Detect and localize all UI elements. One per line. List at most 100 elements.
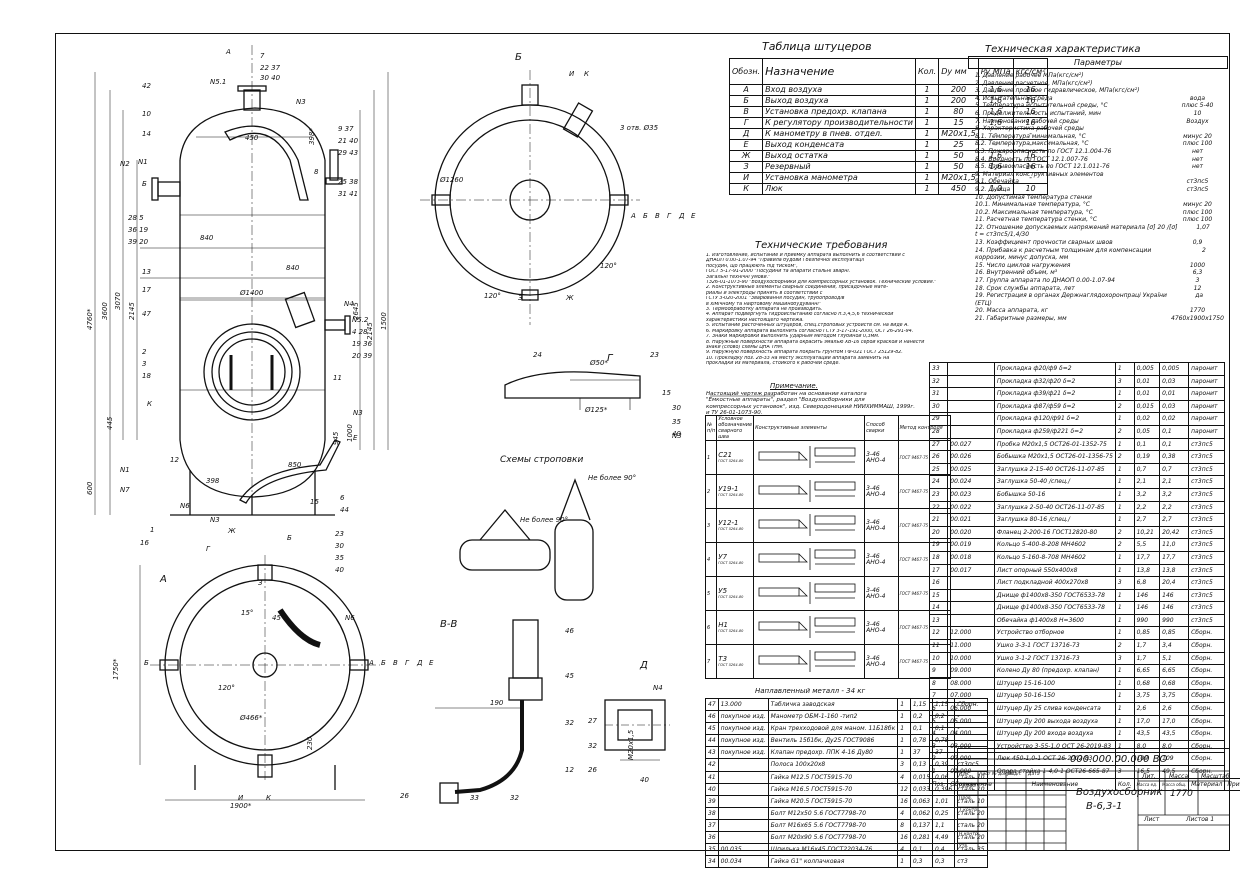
spec-row-lower-cell: 4 bbox=[897, 806, 911, 820]
tech-param-name: 19. Регистрация в органах Держнаглядохор… bbox=[975, 292, 1167, 307]
requirement-line: 10. Прокладку поз. 28-33 на месту эксплу… bbox=[706, 355, 890, 361]
spec-row-cell: 00.020 bbox=[947, 525, 995, 540]
nozzle-mark: И bbox=[238, 794, 244, 802]
spec-row-cell: 05.000 bbox=[947, 714, 995, 729]
spec-row-cell: 146 bbox=[1133, 588, 1161, 603]
part-mark: N1 bbox=[120, 466, 130, 474]
stamp-role-dev: Разраб. bbox=[959, 784, 977, 789]
spec-row-cell: 0,02 bbox=[1159, 412, 1190, 426]
spec-row-cell: 1 bbox=[1114, 500, 1135, 515]
part-mark: 12 bbox=[565, 766, 574, 774]
nozzle-mark: В bbox=[393, 659, 398, 667]
spec-row-cell: Сборн. bbox=[1188, 664, 1226, 678]
part-mark: 8 bbox=[314, 168, 319, 176]
spec-row-cell bbox=[947, 601, 995, 615]
weld-cell: 3-46 АНО-4 bbox=[864, 440, 899, 475]
spec-row-cell: 30 bbox=[928, 399, 949, 414]
tech-param-value: Воздух bbox=[1186, 117, 1209, 125]
spec-row-lower-cell: покупное изд. bbox=[717, 722, 769, 736]
spec-row-cell: 2,1 bbox=[1159, 475, 1190, 489]
stamp-role-sign: Подп. bbox=[1008, 772, 1022, 777]
tech-param: 10. Допустимая температура стенки bbox=[975, 194, 1225, 202]
tech-param-value: плюс 100 bbox=[1182, 208, 1213, 216]
tech-param-name: 6. Продолжительность испытаний, мин bbox=[975, 109, 1101, 117]
part-mark: 6 bbox=[340, 494, 345, 502]
spec-row-cell: Пробка М20х1,5 ОСТ26-01-1352-75 bbox=[993, 437, 1116, 452]
tech-param-name: 4. Испытательная среда bbox=[975, 94, 1053, 102]
nozzle-row-cell: 1 bbox=[914, 128, 940, 140]
tech-param: 1. Давление рабочее МПа(кгс/см²) bbox=[975, 72, 1225, 80]
spec-row-cell: 43,5 bbox=[1133, 727, 1161, 741]
weld-sketch bbox=[758, 615, 856, 638]
spec-row-cell: ст3пс5 bbox=[1188, 500, 1226, 515]
part-mark: 33 bbox=[470, 794, 479, 802]
part-mark: 30 40 bbox=[260, 74, 281, 82]
spec-row-cell: ст3пс5 bbox=[1188, 462, 1226, 477]
nozzle-row-cell: 450 bbox=[938, 183, 979, 195]
nozzle-mark: А bbox=[368, 659, 374, 667]
spec-row-cell: 1,7 bbox=[1133, 651, 1161, 666]
spec-row-lower-cell: 44 bbox=[705, 734, 719, 748]
spec-row-cell: 1 bbox=[1114, 550, 1135, 565]
part-mark: 9 37 bbox=[338, 125, 354, 133]
weld-code: У5 bbox=[718, 586, 728, 595]
requirement-line: риалы и электроды принять в соответствии… bbox=[706, 290, 823, 296]
part-mark: 16 bbox=[140, 539, 149, 547]
part-mark: 27 bbox=[588, 717, 597, 725]
part-mark: 24 bbox=[533, 351, 542, 359]
spec-row-cell bbox=[947, 588, 995, 603]
nozzle-mark: В bbox=[655, 212, 660, 220]
spec-row-cell: 0,68 bbox=[1159, 676, 1190, 691]
spec-row-lower-cell: 0,1 bbox=[909, 722, 934, 736]
tech-param-value: ст3пс5 bbox=[1186, 178, 1209, 186]
spec-row-lower-cell: 1,01 bbox=[932, 794, 956, 808]
spec-row-lower-cell: Шпилька М16х45 ГОСТ22034-76 bbox=[767, 843, 899, 857]
requirement-line: характеристики настоящего чертежа. bbox=[706, 317, 804, 323]
spec-row-cell: 17 bbox=[928, 563, 949, 578]
spec-row-cell: Штуцер Ду 200 входа воздуха bbox=[993, 727, 1116, 741]
spec-row-cell: 00.026 bbox=[947, 450, 995, 464]
spec-row-lower-cell: 4 bbox=[897, 770, 911, 784]
weld-sketch bbox=[758, 513, 856, 536]
spec-footer-name: Наименование bbox=[993, 777, 1116, 792]
spec-row-lower-cell: Кран трехходовой для маном. 11Б18бк bbox=[767, 722, 899, 736]
spec-row-cell: 2 bbox=[1114, 525, 1135, 540]
spec-row-cell: паронит bbox=[1188, 399, 1226, 414]
spec-row-cell: Сборн. bbox=[1188, 714, 1226, 729]
tech-param: 8.5. Взрывоопасность по ГОСТ 12.1.011-76… bbox=[975, 163, 1225, 171]
spec-row-lower-cell: 43 bbox=[705, 746, 719, 760]
spec-row-cell: ст3пс5 bbox=[1188, 437, 1226, 452]
tech-param-value: нет bbox=[1191, 163, 1204, 171]
spec-row-cell: 1 bbox=[1114, 387, 1135, 401]
nozzle-row-cell: Ж bbox=[728, 150, 764, 162]
nozzle-row-cell: 1 bbox=[914, 106, 940, 118]
spec-row-cell: 6,65 bbox=[1133, 664, 1161, 678]
spec-row-lower-cell: 0,1 bbox=[909, 843, 934, 857]
spec-row-cell: Заглушка 2-50-40 ОСТ26-11-07-85 bbox=[993, 500, 1116, 515]
stamp-col-lit: Лит. bbox=[1142, 773, 1156, 780]
tech-param-name: 3. Давление пробное гидравлическое, МПа(… bbox=[975, 87, 1140, 95]
weld-code: У12-1 bbox=[718, 518, 739, 527]
tech-param-value: минус 20 bbox=[1183, 132, 1212, 140]
spec-row-cell: Прокладка ф20/ф9 δ=2 bbox=[993, 362, 1116, 376]
spec-row-cell: 0,7 bbox=[1159, 462, 1190, 477]
spec-row-lower-cell: 45 bbox=[705, 722, 719, 736]
nozzle-row-cell: Б bbox=[728, 95, 764, 107]
requirement-line: Загальні технічні умови." bbox=[706, 274, 771, 280]
spec-row-cell: 5,1 bbox=[1159, 651, 1190, 666]
spec-row-cell: 8 bbox=[928, 676, 949, 691]
nozzle-mark: Г bbox=[667, 212, 672, 220]
spec-row-lower-cell: 8 bbox=[897, 818, 911, 833]
spec-row-cell: 13,8 bbox=[1133, 563, 1161, 578]
note-title: Примечание. bbox=[770, 382, 818, 390]
spec-row-cell: 00.025 bbox=[947, 462, 995, 477]
nozzle-row-cell: 1 bbox=[914, 172, 940, 184]
spec-row-cell: паронит bbox=[1188, 424, 1226, 439]
spec-row-lower-cell: Табличка заводская bbox=[767, 697, 899, 712]
spec-row-cell: 23 bbox=[928, 487, 949, 502]
